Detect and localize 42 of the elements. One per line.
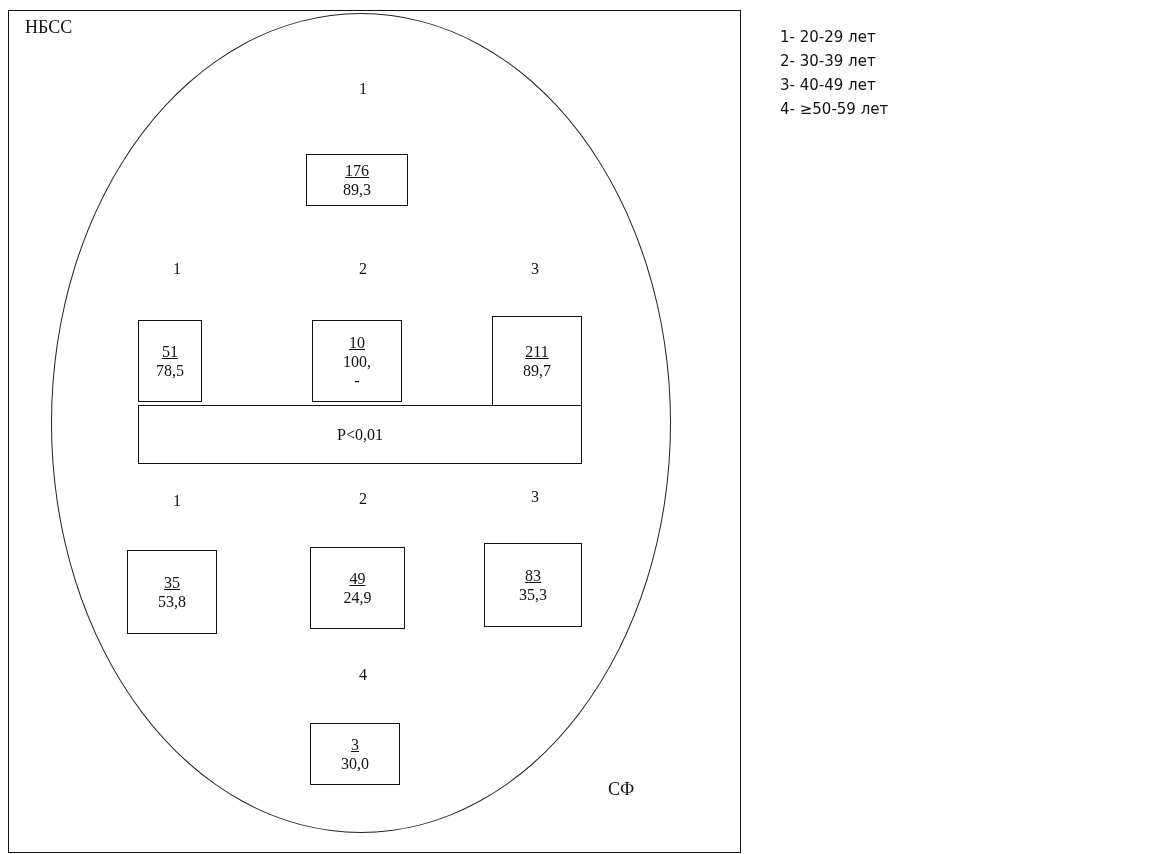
legend-entry: 4- ≥50-59 лет xyxy=(780,100,889,118)
percent-value: 35,3 xyxy=(519,585,547,604)
group-number: 4 xyxy=(359,666,367,684)
value-box xyxy=(484,543,582,627)
value-box xyxy=(312,320,402,402)
count-value: 51 xyxy=(162,342,178,361)
group-number: 3 xyxy=(531,488,539,506)
percent-value: 89,7 xyxy=(523,361,551,380)
group-number: 1 xyxy=(173,492,181,510)
value-box xyxy=(306,154,408,206)
percent-value: 89,3 xyxy=(343,180,371,199)
count-value: 49 xyxy=(349,569,366,588)
value-mark: - xyxy=(354,370,360,390)
value-box xyxy=(492,316,582,406)
count-value: 3 xyxy=(351,735,359,754)
group-number: 1 xyxy=(359,80,367,98)
percent-value: 53,8 xyxy=(158,592,186,611)
percent-value: 30,0 xyxy=(341,754,369,773)
legend-entry: 2- 30-39 лет xyxy=(780,52,876,70)
value-box xyxy=(310,547,405,629)
region-title: НБСС xyxy=(25,17,73,38)
group-number: 1 xyxy=(173,260,181,278)
value-box xyxy=(138,320,202,402)
count-value: 83 xyxy=(525,566,541,585)
group-number: 2 xyxy=(359,260,367,278)
value-box xyxy=(127,550,217,634)
legend-entry: 1- 20-29 лет xyxy=(780,28,876,46)
region-frame xyxy=(8,10,741,853)
value-box xyxy=(310,723,400,785)
percent-value: 24,9 xyxy=(343,588,372,607)
count-value: 211 xyxy=(525,342,549,361)
p-value-bar xyxy=(138,405,582,464)
count-value: 176 xyxy=(345,161,369,180)
count-value: 10 xyxy=(349,332,365,352)
count-value: 35 xyxy=(164,573,180,592)
group-number: 2 xyxy=(359,490,367,508)
legend-entry: 3- 40-49 лет xyxy=(780,76,876,94)
region-title: СФ xyxy=(607,779,635,800)
percent-value: 100, xyxy=(343,351,371,371)
percent-value: 78,5 xyxy=(156,361,184,380)
p-value-text: P<0,01 xyxy=(337,425,383,444)
group-number: 3 xyxy=(531,260,539,278)
